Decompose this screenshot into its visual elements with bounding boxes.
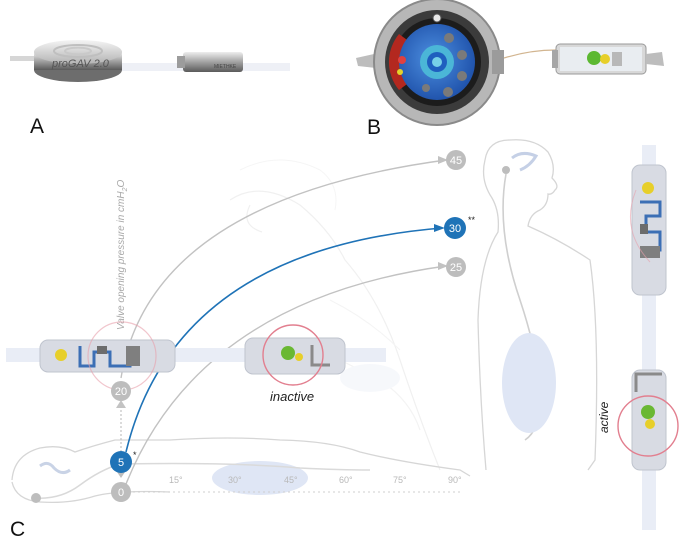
angle-tick-90: 90° xyxy=(448,475,462,485)
angle-tick-75: 75° xyxy=(393,475,407,485)
curve-0-to-25 xyxy=(125,265,447,485)
curve-5-to-30 xyxy=(125,227,443,453)
node-5 xyxy=(110,451,132,473)
inlet-nozzle xyxy=(356,54,376,68)
device-label: proGAV 2.0 xyxy=(51,58,110,70)
panel-label-b: B xyxy=(367,116,381,139)
node-30 xyxy=(444,217,466,239)
valve-vertical xyxy=(630,145,667,530)
y-axis-label: Valve opening pressure in cmH2O xyxy=(116,180,129,331)
node-45-label: 45 xyxy=(450,155,462,167)
ball-green xyxy=(281,346,295,360)
node-25 xyxy=(446,257,466,277)
abdomen-shade xyxy=(212,461,308,495)
ball-yellow-left xyxy=(55,349,67,361)
active-label: active xyxy=(597,401,611,433)
valve-horizontal xyxy=(6,321,386,391)
angle-ticks: 15° 30° 45° 60° 75° 90° xyxy=(169,475,462,485)
ball-green-vertical xyxy=(641,405,655,419)
curve-20-to-45 xyxy=(120,159,447,379)
panel-label-a: A xyxy=(30,115,44,138)
yellow-ball xyxy=(600,54,610,64)
standing-body xyxy=(477,139,598,471)
photo-a: proGAV 2.0 MIETHKE xyxy=(0,40,330,118)
node-20 xyxy=(111,381,131,401)
node-30-label: 30 xyxy=(449,223,461,235)
gravity-unit xyxy=(183,52,243,72)
angle-tick-60: 60° xyxy=(339,475,353,485)
node-5-label: 5 xyxy=(118,457,124,469)
node-20-label: 20 xyxy=(115,386,127,398)
photo-b xyxy=(356,0,664,126)
double-asterisk: ** xyxy=(468,215,476,225)
angle-tick-30: 30° xyxy=(228,475,242,485)
angle-tick-45: 45° xyxy=(284,475,298,485)
supine-body xyxy=(11,437,471,504)
node-25-label: 25 xyxy=(450,262,462,274)
standing-abdomen xyxy=(502,333,556,433)
angle-tick-15: 15° xyxy=(169,475,183,485)
active-circle xyxy=(617,395,679,457)
catheter-tube xyxy=(10,56,40,61)
single-asterisk: * xyxy=(133,450,137,460)
inactive-circle xyxy=(262,324,324,386)
node-0 xyxy=(111,482,131,502)
inactive-label: inactive xyxy=(270,389,314,404)
node-0-label: 0 xyxy=(118,487,124,499)
node-45 xyxy=(446,150,466,170)
panel-label-c: C xyxy=(10,518,25,541)
posture-silhouettes xyxy=(229,159,441,471)
green-ball xyxy=(587,51,601,65)
progav-disc-top xyxy=(34,40,122,64)
shunt-label: MIETHKE xyxy=(214,64,237,70)
